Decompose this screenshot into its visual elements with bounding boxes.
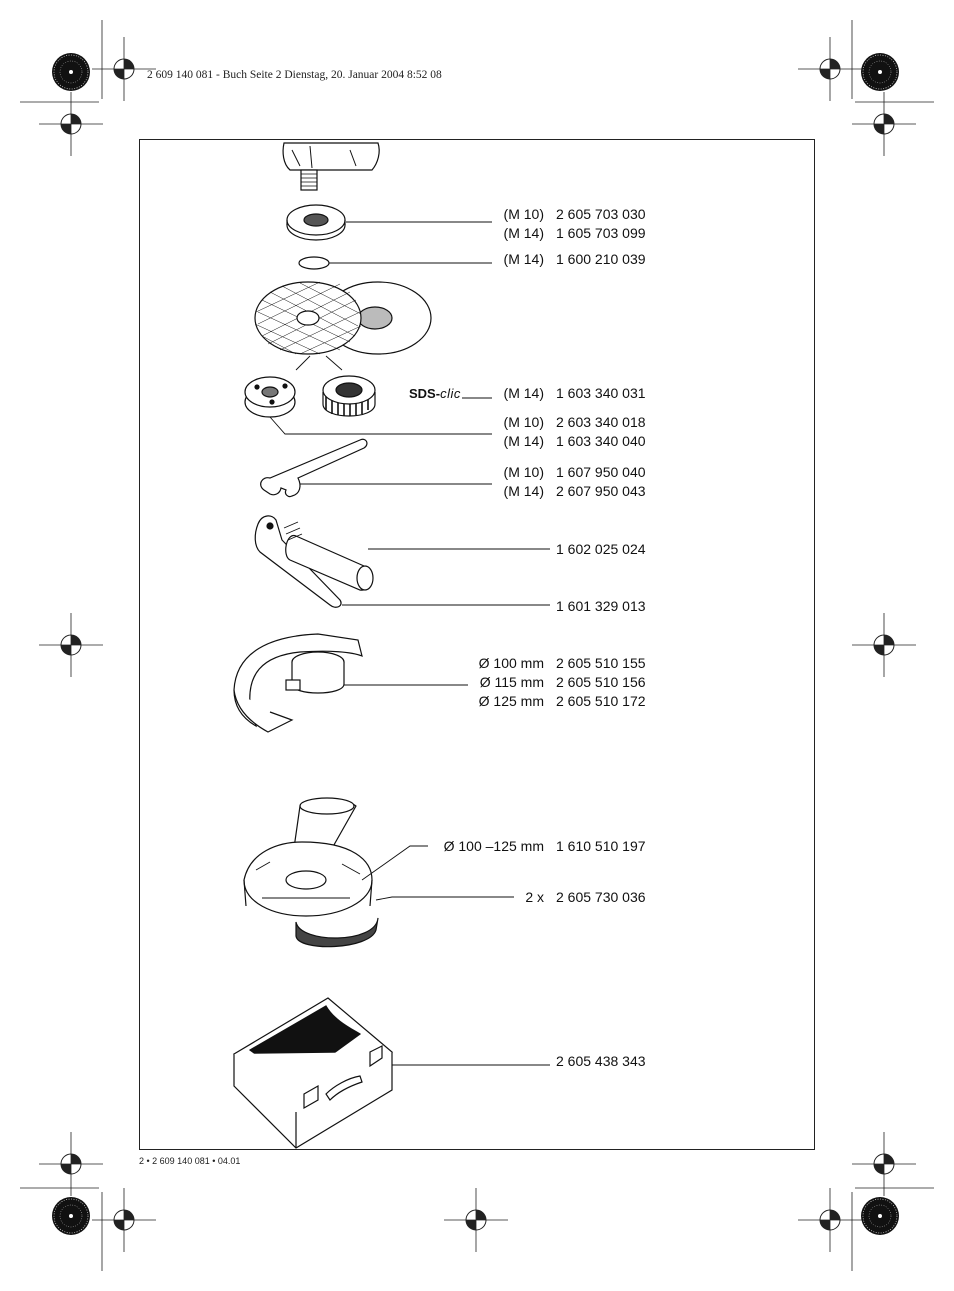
grinding-wheels-illustration <box>254 281 432 355</box>
clamp-nut-illustration <box>244 376 296 418</box>
sds-nut-illustration <box>322 375 376 417</box>
brush-ring-quantity: 2 x <box>525 889 544 905</box>
flange-illustration <box>286 204 346 241</box>
extraction-hood-part-number: 1 610 510 197 <box>556 838 646 854</box>
parts-frame <box>139 139 815 1150</box>
spanner-size-m10: (M 10) <box>503 464 544 480</box>
oring-illustration <box>298 256 330 270</box>
oring-part-number: 1 600 210 039 <box>556 251 646 267</box>
clamp-nut-size-m10: (M 10) <box>503 414 544 430</box>
grinder-head-illustration <box>282 142 380 191</box>
handle-illustration <box>254 515 374 608</box>
guard-part-number-125: 2 605 510 172 <box>556 693 646 709</box>
flange-part-number-m14: 1 605 703 099 <box>556 225 646 241</box>
clamp-nut-part-number-m14: 1 603 340 040 <box>556 433 646 449</box>
handle-guard-part-number: 1 601 329 013 <box>556 598 646 614</box>
spanner-part-number-m10: 1 607 950 040 <box>556 464 646 480</box>
spanner-part-number-m14: 2 607 950 043 <box>556 483 646 499</box>
case-part-number: 2 605 438 343 <box>556 1053 646 1069</box>
clamp-nut-part-number-m10: 2 603 340 018 <box>556 414 646 430</box>
guard-size-125: Ø 125 mm <box>478 693 544 709</box>
carrying-case-illustration <box>233 997 394 1149</box>
spanner-size-m14: (M 14) <box>503 483 544 499</box>
print-info: 2 609 140 081 - Buch Seite 2 Dienstag, 2… <box>147 69 442 81</box>
handle-part-number: 1 602 025 024 <box>556 541 646 557</box>
oring-size: (M 14) <box>503 251 544 267</box>
flange-size-m14: (M 14) <box>503 225 544 241</box>
guard-size-115: Ø 115 mm <box>479 674 544 690</box>
sds-nut-size: (M 14) <box>503 385 544 401</box>
brush-ring-part-number: 2 605 730 036 <box>556 889 646 905</box>
wheel-guard-illustration <box>233 633 363 733</box>
guard-part-number-115: 2 605 510 156 <box>556 674 646 690</box>
extraction-hood-illustration <box>243 797 379 948</box>
extraction-hood-size: Ø 100 –125 mm <box>443 838 544 854</box>
flange-part-number-m10: 2 605 703 030 <box>556 206 646 222</box>
doc-code: 2 • 2 609 140 081 • 04.01 <box>139 1156 241 1166</box>
guard-part-number-100: 2 605 510 155 <box>556 655 646 671</box>
spanner-illustration <box>260 438 368 498</box>
clamp-nut-size-m14: (M 14) <box>503 433 544 449</box>
sds-clic-logo: SDS-clic <box>409 386 461 401</box>
sds-nut-part-number: 1 603 340 031 <box>556 385 646 401</box>
flange-size-m10: (M 10) <box>503 206 544 222</box>
guard-size-100: Ø 100 mm <box>478 655 544 671</box>
